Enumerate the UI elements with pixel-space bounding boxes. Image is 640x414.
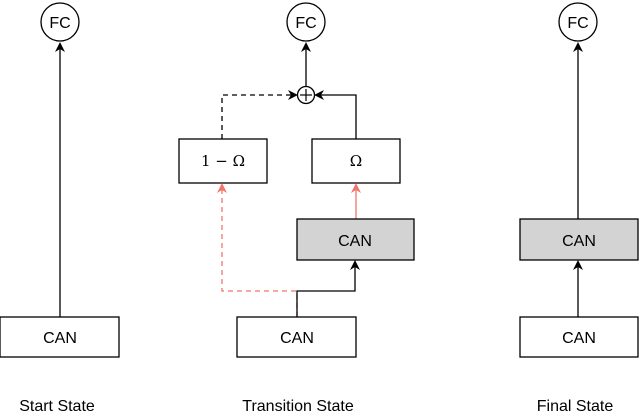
final-state-column: FC CAN CAN Final State (519, 2, 639, 414)
start-fc-label: FC (49, 15, 70, 32)
transition-can-lower-box (236, 316, 357, 358)
final-fc-node (558, 2, 598, 42)
start-can-box (0, 316, 120, 358)
omega-box (311, 138, 401, 184)
final-can-lower-label: CAN (562, 330, 596, 347)
start-state-column: FC CAN Start State (0, 2, 120, 414)
start-state-label: Start State (19, 398, 95, 414)
transition-can-upper-label: CAN (338, 233, 372, 250)
transition-can-upper-box (296, 218, 415, 261)
final-state-label: Final State (537, 398, 614, 414)
omega-label: Ω (350, 152, 362, 170)
start-can-label: CAN (43, 330, 77, 347)
transition-state-column: FC 1 − Ω Ω CAN CAN Transition State (178, 2, 415, 414)
transition-state-label: Transition State (242, 398, 354, 414)
final-can-upper-box (519, 218, 639, 261)
transition-can-lower-label: CAN (280, 330, 314, 347)
arrow-can-lower-to-can-upper (296, 260, 360, 317)
one-minus-omega-box (178, 138, 268, 184)
final-can-lower-box (519, 316, 639, 358)
final-fc-label: FC (567, 15, 588, 32)
start-fc-node (40, 2, 80, 42)
transition-fc-label: FC (295, 15, 316, 32)
dashed-arrow-one-minus-omega-to-sum (221, 90, 298, 139)
arrow-omega-to-sum (314, 90, 357, 139)
final-can-upper-label: CAN (562, 233, 596, 250)
red-dashed-arrow-can-to-one-minus-omega (217, 183, 298, 317)
transition-fc-node (286, 2, 326, 42)
one-minus-omega-label: 1 − Ω (201, 152, 245, 170)
